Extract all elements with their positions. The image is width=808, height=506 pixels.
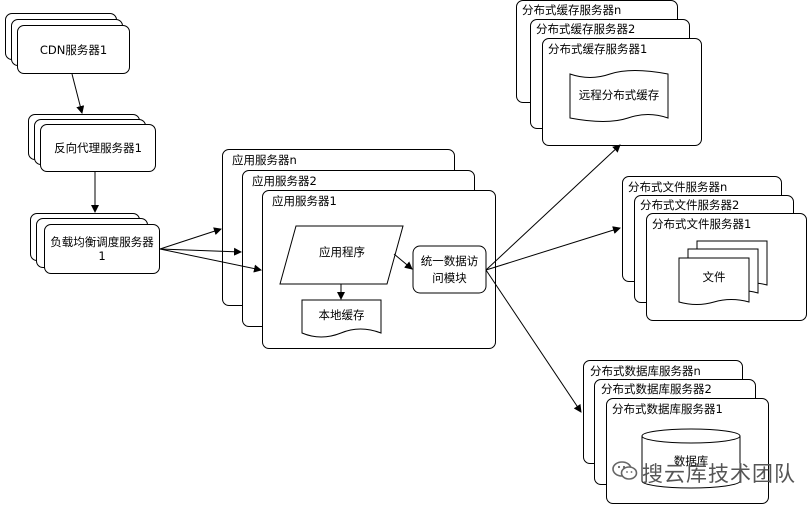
arrow-lb-to-app-2 bbox=[159, 247, 242, 256]
arrow-program-to-access bbox=[393, 253, 413, 270]
app-server-n-label: 应用服务器n bbox=[232, 153, 297, 167]
file-doc-front bbox=[678, 257, 750, 305]
arrow-access-to-db bbox=[485, 269, 582, 413]
arrow-lb-to-app-1 bbox=[159, 248, 262, 273]
app-program-label: 应用程序 bbox=[319, 245, 365, 259]
database-cylinder-top bbox=[641, 428, 741, 444]
app-server-2-label: 应用服务器2 bbox=[252, 174, 317, 188]
arrow-lb-to-app-n bbox=[159, 227, 222, 250]
db-server-1-label: 分布式数据库服务器1 bbox=[612, 402, 723, 416]
watermark-text: 搜云库技术团队 bbox=[642, 462, 796, 486]
cache-server-n-label: 分布式缓存服务器n bbox=[522, 3, 622, 17]
cache-server-2-label: 分布式缓存服务器2 bbox=[536, 22, 636, 36]
remote-cache-shape bbox=[569, 70, 669, 122]
local-cache-shape bbox=[301, 299, 382, 338]
data-access-module-text: 统一数据访问模块 bbox=[420, 254, 479, 285]
cdn-server-1: CDN服务器1 bbox=[17, 25, 130, 74]
file-server-1: 分布式文件服务器1 bbox=[646, 213, 807, 321]
file-label: 文件 bbox=[702, 270, 726, 284]
db-server-2-label: 分布式数据库服务器2 bbox=[601, 382, 712, 396]
arrow-access-to-cache bbox=[485, 144, 621, 271]
local-cache-label: 本地缓存 bbox=[318, 308, 365, 322]
database-cylinder-body bbox=[641, 436, 741, 489]
app-program-shape bbox=[279, 225, 404, 285]
file-server-n-label: 分布式文件服务器n bbox=[628, 180, 728, 194]
remote-cache-label: 远程分布式缓存 bbox=[578, 88, 660, 102]
wechat-icon bbox=[612, 461, 638, 480]
data-access-module-label: 统一数据访问模块 bbox=[413, 250, 486, 290]
arrow-access-to-file bbox=[485, 226, 621, 271]
db-server-n-label: 分布式数据库服务器n bbox=[590, 364, 701, 378]
load-balancer-server-1: 负载均衡调度服务器1 bbox=[44, 224, 160, 274]
cache-server-1-label: 分布式缓存服务器1 bbox=[548, 42, 648, 56]
database-label: 数据库 bbox=[673, 454, 709, 468]
load-balancer-label: 负载均衡调度服务器1 bbox=[50, 235, 154, 263]
file-server-2-label: 分布式文件服务器2 bbox=[640, 198, 740, 212]
cache-server-1: 分布式缓存服务器1 bbox=[542, 38, 702, 146]
reverse-proxy-server-1: 反向代理服务器1 bbox=[40, 124, 156, 172]
file-server-1-label: 分布式文件服务器1 bbox=[652, 217, 752, 231]
app-server-1-label: 应用服务器1 bbox=[272, 194, 337, 208]
arrow-cdn-to-proxy bbox=[71, 73, 85, 114]
